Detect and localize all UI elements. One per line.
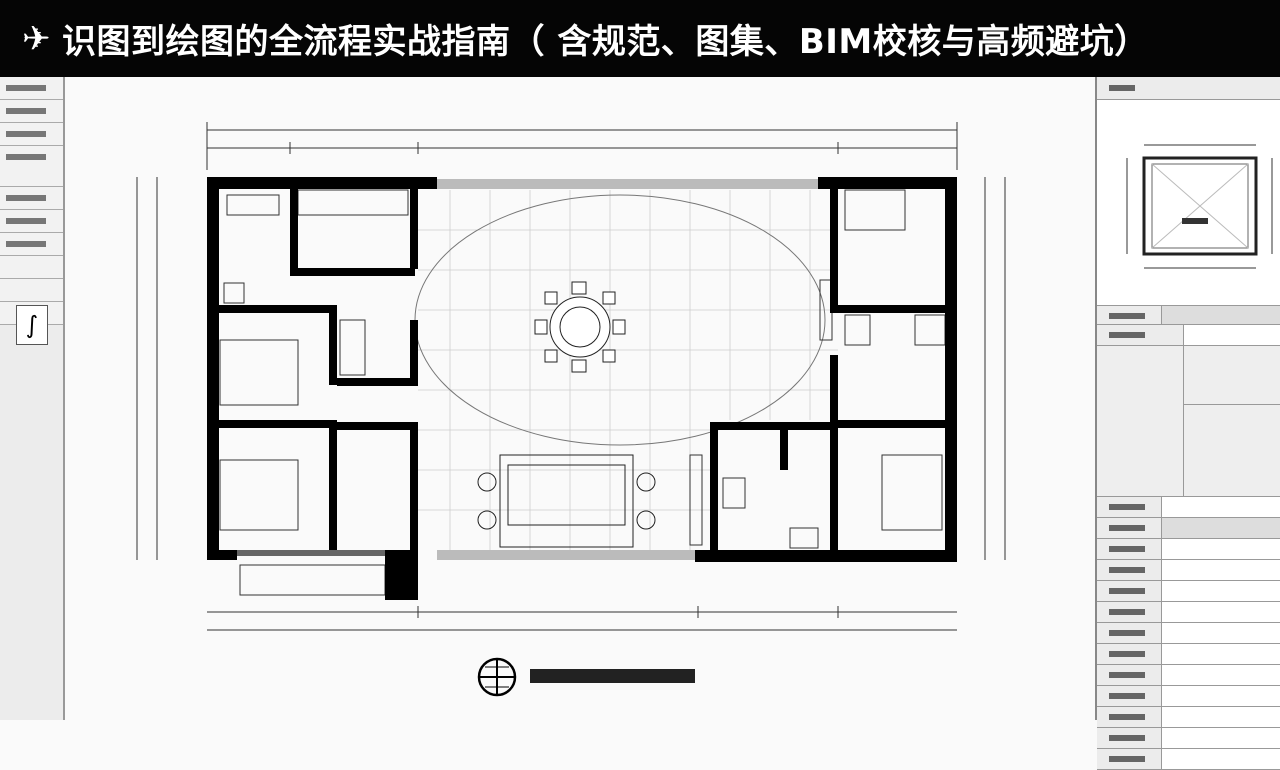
title-block-row xyxy=(1097,728,1280,749)
title-block-row xyxy=(1097,644,1280,665)
title-block-row xyxy=(1097,306,1280,325)
title-block-row xyxy=(1097,518,1280,539)
key-plan-thumbnail xyxy=(1097,100,1280,306)
legend-row xyxy=(0,210,63,233)
legend-row xyxy=(0,146,63,187)
title-block-row xyxy=(1097,749,1280,770)
right-title-block xyxy=(1095,77,1280,770)
title-block-header xyxy=(1097,77,1280,100)
title-banner: ✈ 识图到绘图的全流程实战指南（ 含规范、图集、BIM校核与高频避坑） xyxy=(0,0,1280,77)
legend-row xyxy=(0,187,63,210)
title-block-row xyxy=(1097,560,1280,581)
legend-row xyxy=(0,256,63,279)
legend-row xyxy=(0,233,63,256)
page-title: 识图到绘图的全流程实战指南（ 含规范、图集、BIM校核与高频避坑） xyxy=(62,22,1149,62)
living-sofa xyxy=(477,454,656,548)
title-block-row xyxy=(1097,623,1280,644)
legend-row xyxy=(0,100,63,123)
title-block-row xyxy=(1097,497,1280,518)
title-block-row xyxy=(1097,602,1280,623)
title-block-row xyxy=(1097,325,1280,346)
legend-row xyxy=(0,279,63,302)
title-block-row xyxy=(1097,707,1280,728)
logo-icon: ∫ xyxy=(16,305,48,345)
title-block-row xyxy=(1097,665,1280,686)
legend-row xyxy=(0,123,63,146)
title-block-row xyxy=(1097,581,1280,602)
legend-row xyxy=(0,77,63,100)
dimension-lines xyxy=(136,122,1006,631)
floor-plan xyxy=(136,122,1006,697)
walls xyxy=(207,177,957,600)
left-legend-panel: ∫ xyxy=(0,77,65,720)
floor-grid xyxy=(418,190,838,550)
dining-table xyxy=(534,281,626,373)
title-block-row xyxy=(1097,686,1280,707)
logo-mark xyxy=(477,657,695,697)
title-block-row xyxy=(1097,539,1280,560)
notes-area xyxy=(1097,346,1280,497)
pin-icon: ✈ xyxy=(22,18,51,59)
